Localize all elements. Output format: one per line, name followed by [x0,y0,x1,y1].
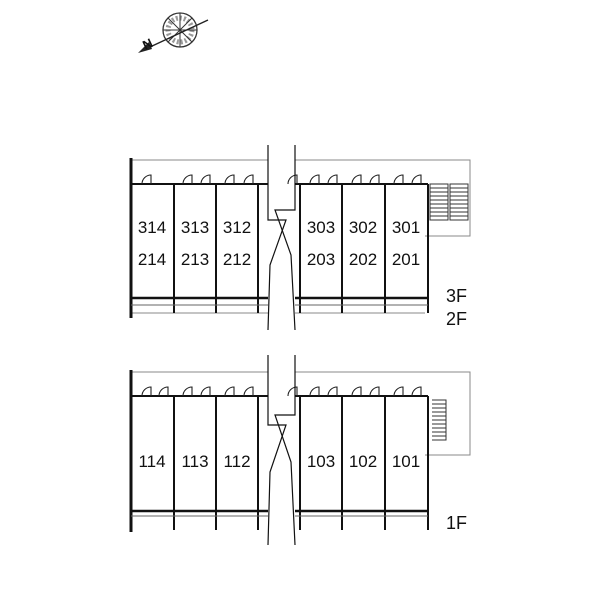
unit-number: 303 [307,218,335,237]
unit-number: 103 [307,452,335,471]
first-floor-block [129,355,471,546]
break-line [267,145,296,331]
compass-icon [138,12,209,53]
unit-number: 302 [349,218,377,237]
stairs-icon [429,183,469,221]
unit-number: 313 [181,218,209,237]
unit-number: 312 [223,218,251,237]
unit-number: 201 [392,250,420,269]
unit-number: 301 [392,218,420,237]
unit-number: 212 [223,250,251,269]
unit-number: 113 [181,452,208,471]
unit-number: 202 [349,250,377,269]
stairs-icon [432,399,447,441]
unit-number: 203 [307,250,335,269]
units-1f: 114 113 112 103 102 101 [138,452,420,471]
floor-label-2f: 2F [446,309,467,329]
units-3f: 314 313 312 303 302 301 [138,218,420,237]
unit-number: 101 [392,452,420,471]
unit-number: 314 [138,218,166,237]
floor-label-3f: 3F [446,286,467,306]
floor-label-1f: 1F [446,513,467,533]
break-line [267,355,296,546]
unit-number: 114 [138,452,165,471]
unit-number: 102 [349,452,377,471]
upper-floors-block [129,145,471,331]
units-2f: 214 213 212 203 202 201 [138,250,420,269]
unit-number: 214 [138,250,166,269]
unit-number: 213 [181,250,209,269]
unit-number: 112 [223,452,250,471]
